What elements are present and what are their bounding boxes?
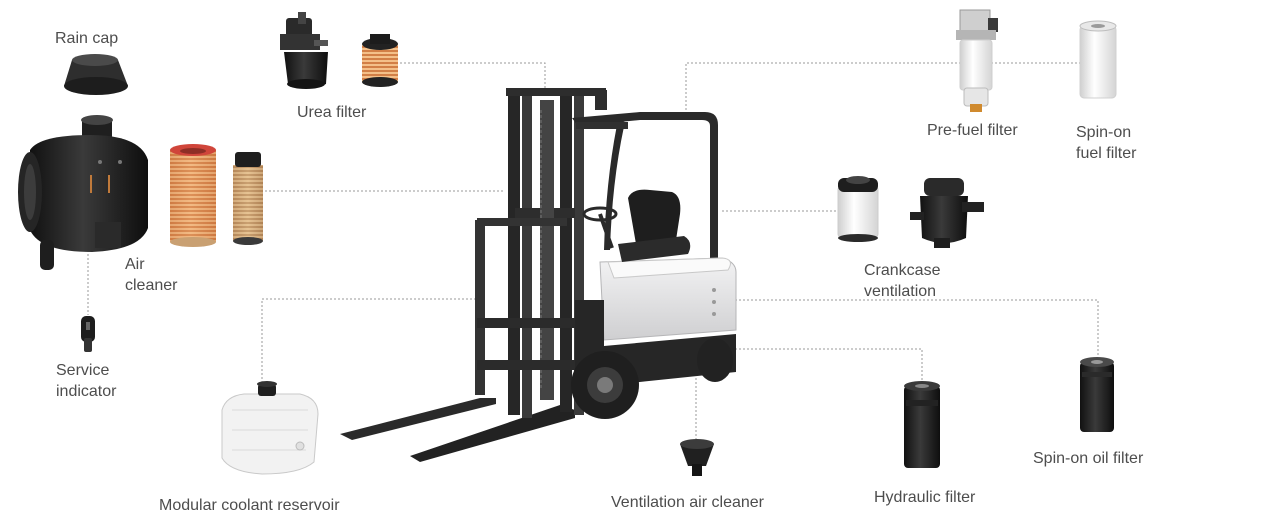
ventilation-air-cleaner-icon bbox=[680, 439, 714, 476]
leader-line-fuel-filters bbox=[685, 62, 1085, 110]
label-spin-on-oil-filter: Spin-on oil filter bbox=[1033, 450, 1144, 467]
label-crankcase-ventilation: Crankcase ventilation bbox=[864, 262, 941, 300]
fork-right bbox=[410, 405, 575, 462]
pre-fuel-filter-icon bbox=[956, 9, 998, 112]
air-filter-element-icon bbox=[170, 144, 216, 247]
safety-filter-element-icon bbox=[233, 152, 263, 245]
label-air-cleaner: Air cleaner bbox=[125, 256, 178, 294]
crankcase-filter-element-icon bbox=[837, 176, 879, 242]
forklift-icon bbox=[340, 88, 737, 462]
leader-line-urea-filter bbox=[400, 62, 546, 90]
spin-on-oil-filter-icon bbox=[1080, 357, 1114, 432]
leader-line-oil-filter bbox=[735, 299, 1099, 355]
fork-left bbox=[340, 398, 496, 440]
leader-line-coolant bbox=[261, 298, 484, 395]
service-indicator-icon bbox=[81, 316, 95, 352]
leader-line-hydraulic bbox=[735, 348, 923, 382]
label-service-indicator: Service indicator bbox=[56, 362, 117, 400]
coolant-reservoir-icon bbox=[221, 381, 319, 475]
label-rain-cap: Rain cap bbox=[55, 30, 119, 47]
urea-filter-housing-icon bbox=[280, 12, 328, 89]
label-spin-on-fuel-filter: Spin-on fuel filter bbox=[1076, 124, 1137, 162]
air-cleaner-housing-icon bbox=[18, 115, 148, 270]
label-urea-filter: Urea filter bbox=[297, 104, 367, 121]
crankcase-ventilation-unit-icon bbox=[910, 178, 984, 248]
hydraulic-filter-icon bbox=[904, 381, 940, 468]
label-ventilation-air-cleaner: Ventilation air cleaner bbox=[611, 494, 764, 511]
urea-filter-cartridge-icon bbox=[362, 34, 398, 87]
leader-lines bbox=[87, 62, 1099, 440]
label-hydraulic-filter: Hydraulic filter bbox=[874, 489, 976, 506]
label-modular-coolant-reservoir: Modular coolant reservoir bbox=[159, 497, 340, 514]
rain-cap-icon bbox=[64, 54, 128, 95]
label-pre-fuel-filter: Pre-fuel filter bbox=[927, 122, 1018, 139]
spin-on-fuel-filter-icon bbox=[1079, 20, 1117, 99]
